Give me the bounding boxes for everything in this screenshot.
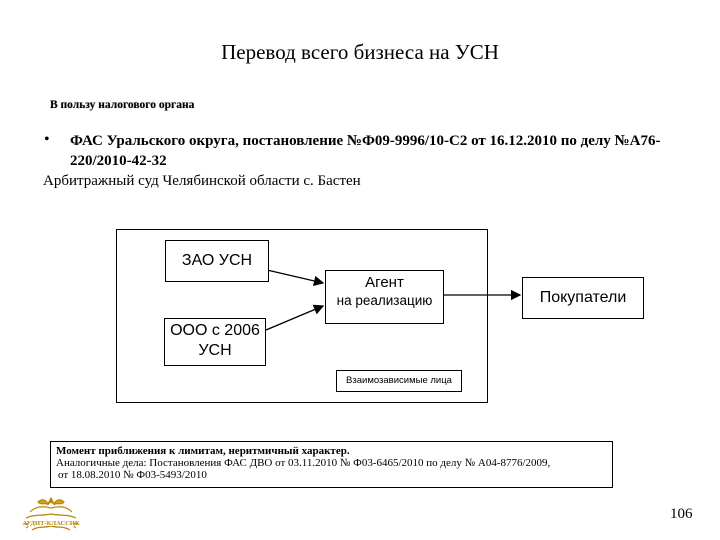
slide-subtitle: В пользу налогового органа (50, 99, 195, 111)
arrow-zao-to-agent (266, 269, 325, 287)
ooo-line2: УСН (198, 342, 232, 359)
svg-text:АУДИТ-КЛАССИК: АУДИТ-КЛАССИК (22, 520, 80, 527)
ooo-line1: ООО с 2006 (170, 322, 260, 339)
buyers-box: Покупатели (522, 277, 644, 319)
diagram-frame (116, 229, 488, 403)
note-line3: от 18.08.2010 № Ф03-5493/2010 (58, 469, 207, 481)
agent-box: Агент на реализацию (325, 270, 444, 324)
company-logo: АУДИТ-КЛАССИК (22, 496, 80, 531)
note-box: Момент приближения к лимитам, неритмичны… (50, 441, 613, 488)
page-number: 106 (670, 506, 693, 522)
bullet-marker: • (44, 131, 50, 148)
slide-title: Перевод всего бизнеса на УСН (221, 40, 499, 64)
court-text: Арбитражный суд Челябинской области с. Б… (43, 173, 361, 189)
bullet-text: ФАС Уральского округа, постановление №Ф0… (70, 133, 661, 169)
zao-usn-box: ЗАО УСН (165, 240, 269, 282)
related-parties-box: Взаимозависимые лица (336, 370, 462, 392)
arrow-ooo-to-agent (265, 304, 325, 331)
agent-sublabel: на реализацию (336, 293, 433, 308)
note-line2: Аналогичные дела: Постановления ФАС ДВО … (56, 457, 551, 469)
ooo-usn-box: ООО с 2006 УСН (164, 318, 266, 366)
agent-label: Агент (365, 274, 404, 291)
note-line1: Момент приближения к лимитам, неритмичны… (56, 445, 350, 457)
